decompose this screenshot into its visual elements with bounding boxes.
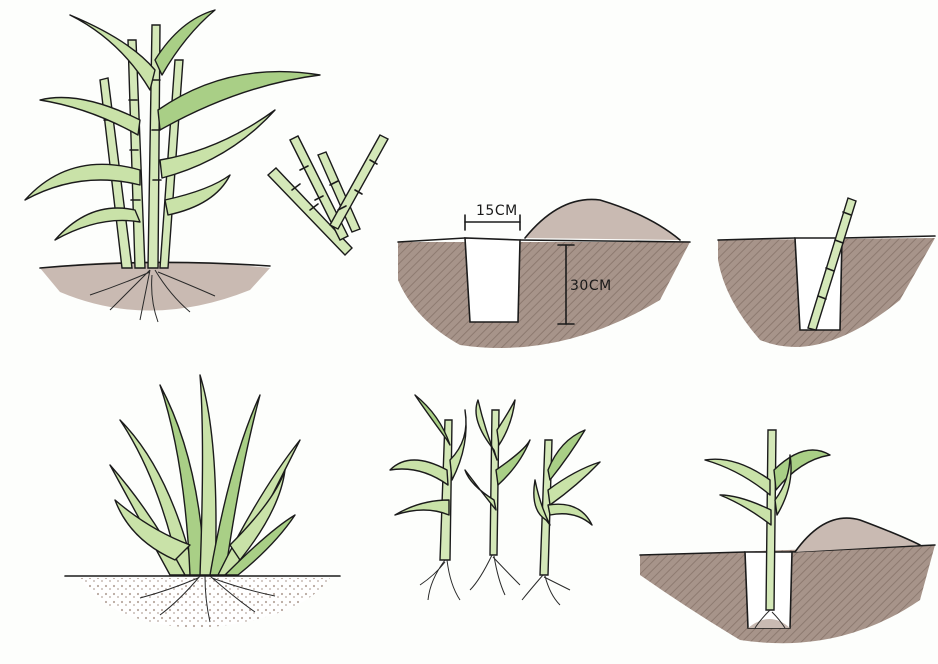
trench-hole xyxy=(465,238,520,322)
clump-leaves xyxy=(110,375,300,575)
clump-plant-panel xyxy=(65,375,340,628)
trench-soil xyxy=(398,242,690,348)
slip-1 xyxy=(390,395,466,600)
mature-plant-panel xyxy=(25,10,320,322)
dug-trench-panel: 15CM 30CM xyxy=(398,199,690,348)
rooted-slips-panel xyxy=(390,395,600,605)
cut-cane-sets-panel xyxy=(268,135,388,255)
trench-depth-label: 30CM xyxy=(570,278,612,294)
slip-2 xyxy=(465,400,530,595)
planted-cutting-panel xyxy=(718,198,935,347)
planted-slip-panel xyxy=(640,430,935,643)
trench-width-label: 15CM xyxy=(476,203,518,219)
width-dimension: 15CM xyxy=(465,203,520,230)
slip-3 xyxy=(522,430,600,605)
soil-mound xyxy=(525,199,680,240)
mature-plant-soil xyxy=(40,262,270,311)
